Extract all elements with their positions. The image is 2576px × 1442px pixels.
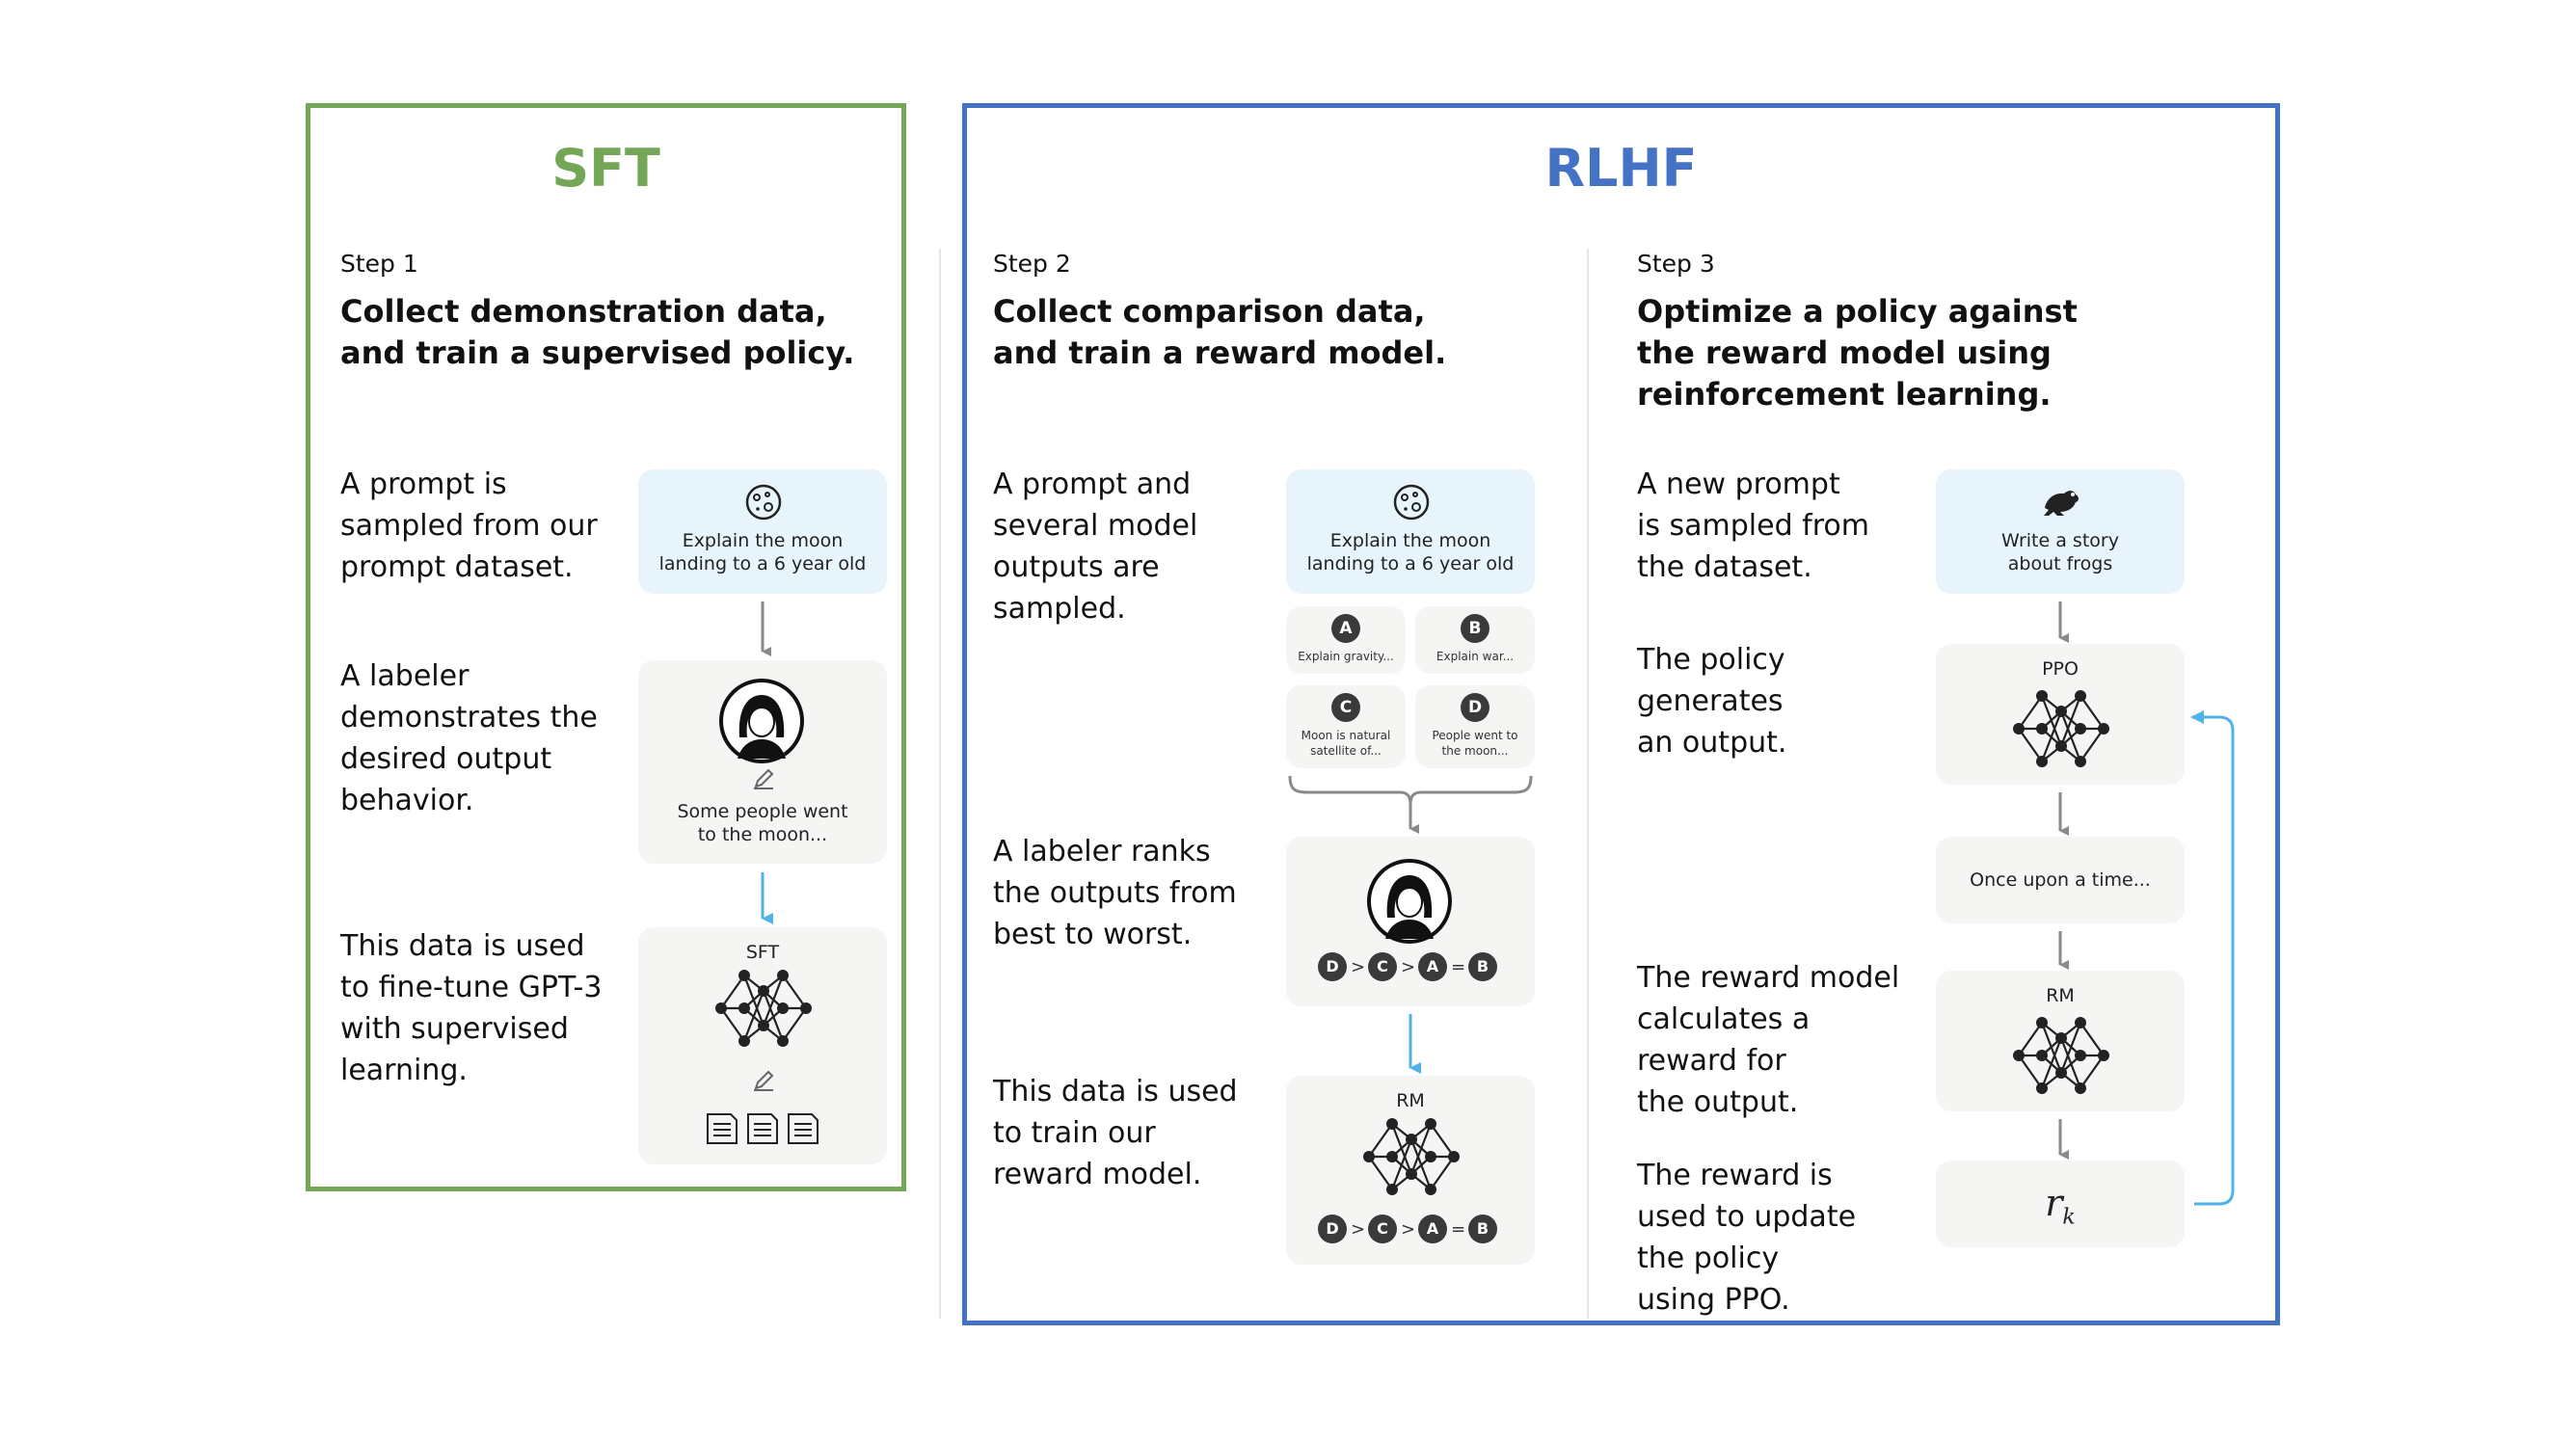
output-letter-c: C: [1331, 693, 1360, 722]
rank-item: D: [1318, 952, 1347, 981]
step3-desc-policy: The policy generates an output.: [1637, 643, 1787, 760]
step3-prompt-card: Write a story about frogs: [1936, 469, 2185, 594]
bracket-outputs: [1288, 775, 1533, 806]
step3-output-text: Once upon a time...: [1970, 869, 2151, 891]
neural-network-icon: [2013, 1017, 2109, 1094]
ranking-row: D > C > A = B: [1318, 952, 1497, 981]
moon-icon: [1393, 484, 1430, 521]
rank-operator: =: [1451, 956, 1466, 977]
ranking-row: D > C > A = B: [1318, 1215, 1497, 1243]
neural-network-icon: [1363, 1118, 1460, 1195]
step2-rm-label: RM: [1396, 1090, 1425, 1111]
labeler-avatar-icon: [719, 679, 804, 763]
rank-item: A: [1418, 1215, 1447, 1243]
reward-value: rk: [1936, 1182, 2185, 1230]
step1-labeler-card: Some people went to the moon...: [638, 660, 887, 864]
step3-rm-card: RM: [1936, 971, 2185, 1111]
step3-desc-reward: The reward model calculates a reward for…: [1637, 961, 1900, 1119]
sft-frame: [306, 103, 906, 1191]
step3-ppo-card: PPO: [1936, 644, 2185, 785]
arrow-step3-reward-feedback: [2190, 710, 2235, 1206]
pencil-icon: [754, 768, 774, 789]
output-letter-a: A: [1331, 614, 1360, 643]
pencil-icon: [754, 1070, 774, 1091]
step1-model-label: SFT: [745, 942, 780, 963]
sft-title: SFT: [551, 138, 660, 199]
rank-item: A: [1418, 952, 1447, 981]
rank-operator: >: [1351, 1218, 1366, 1240]
step1-desc-finetune: This data is used to fine-tune GPT-3 wit…: [340, 929, 603, 1087]
rank-operator: >: [1401, 956, 1416, 977]
output-text-a: Explain gravity...: [1298, 650, 1394, 663]
step1-desc-labeler: A labeler demonstrates the desired outpu…: [340, 659, 598, 817]
output-card-b: B Explain war...: [1415, 606, 1535, 674]
step1-labeler-output: Some people went to the moon...: [677, 801, 848, 845]
step1-prompt-text: Explain the moon landing to a 6 year old: [658, 530, 867, 574]
rank-item: D: [1318, 1215, 1347, 1243]
step1-heading: Collect demonstration data, and train a …: [340, 293, 855, 371]
step2-rm-card: RM D > C > A = B: [1286, 1076, 1535, 1265]
step3-reward-card: rk: [1936, 1161, 2185, 1247]
step1-label: Step 1: [340, 250, 418, 278]
step2-desc-rank: A labeler ranks the outputs from best to…: [993, 835, 1237, 951]
step1-desc-prompt: A prompt is sampled from our prompt data…: [340, 467, 598, 584]
reward-subscript: k: [2062, 1205, 2076, 1230]
rank-item: B: [1468, 1215, 1497, 1243]
step3-rm-label: RM: [2046, 985, 2075, 1006]
neural-network-icon: [2013, 690, 2109, 767]
document-icon: [707, 1113, 818, 1144]
rank-operator: >: [1401, 1218, 1416, 1240]
output-card-c: C Moon is natural satellite of...: [1286, 685, 1406, 768]
step3-output-card: Once upon a time...: [1936, 837, 2185, 923]
output-text-b: Explain war...: [1436, 650, 1515, 663]
output-text-c: Moon is natural satellite of...: [1301, 729, 1391, 758]
step2-prompt-text: Explain the moon landing to a 6 year old: [1306, 530, 1515, 574]
output-letter-b: B: [1461, 614, 1489, 643]
reward-symbol: r: [2045, 1182, 2063, 1224]
step2-heading: Collect comparison data, and train a rew…: [993, 293, 1447, 371]
step2-desc-train: This data is used to train our reward mo…: [993, 1075, 1238, 1191]
labeler-avatar-icon: [1367, 859, 1452, 944]
output-text-d: People went to the moon...: [1432, 729, 1518, 758]
step3-label: Step 3: [1637, 250, 1715, 278]
rlhf-frame: [962, 103, 2280, 1325]
moon-icon: [745, 484, 782, 521]
step3-desc-prompt: A new prompt is sampled from the dataset…: [1637, 467, 1869, 584]
output-card-a: A Explain gravity...: [1286, 606, 1406, 674]
step3-ppo-label: PPO: [2042, 658, 2079, 680]
step2-ranking-card: D > C > A = B: [1286, 837, 1535, 1006]
rank-item: B: [1468, 952, 1497, 981]
step1-sft-model-card: SFT: [638, 927, 887, 1164]
step1-prompt-card: Explain the moon landing to a 6 year old: [638, 469, 887, 594]
frog-icon: [2044, 491, 2079, 516]
step2-prompt-card: Explain the moon landing to a 6 year old: [1286, 469, 1535, 594]
divider-step1: [939, 249, 941, 1319]
step3-desc-update: The reward is used to update the policy …: [1637, 1159, 1857, 1317]
divider-step2: [1587, 249, 1589, 1319]
step3-prompt-text: Write a story about frogs: [2001, 530, 2119, 574]
rlhf-title: RLHF: [1544, 138, 1698, 199]
rank-operator: >: [1351, 956, 1366, 977]
rank-item: C: [1368, 952, 1397, 981]
rank-operator: =: [1451, 1218, 1466, 1240]
step2-label: Step 2: [993, 250, 1071, 278]
neural-network-icon: [715, 970, 812, 1047]
output-letter-d: D: [1461, 693, 1489, 722]
rank-item: C: [1368, 1215, 1397, 1243]
step3-heading: Optimize a policy against the reward mod…: [1637, 293, 2078, 413]
step2-desc-prompt: A prompt and several model outputs are s…: [993, 467, 1198, 626]
output-card-d: D People went to the moon...: [1415, 685, 1535, 768]
